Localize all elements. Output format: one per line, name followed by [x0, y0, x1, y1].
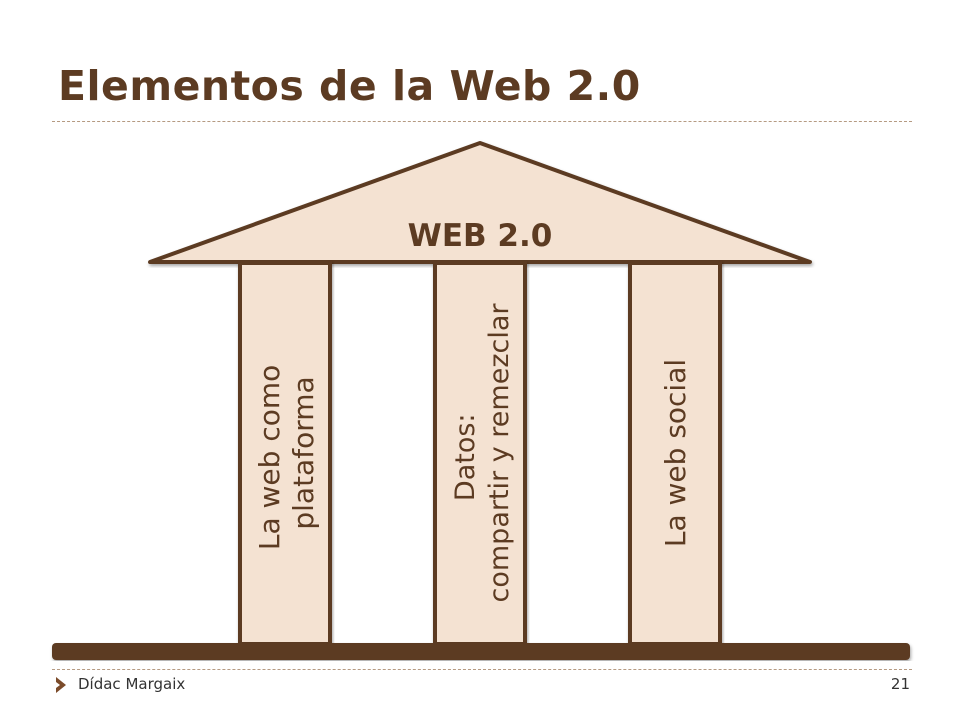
pillar-data-line-2: compartir y remezclar [484, 303, 515, 603]
slide-title: Elementos de la Web 2.0 [58, 62, 641, 110]
pillar-platform-line-2: plataforma [287, 376, 320, 529]
svg-text:Datos: compartir y remez: Datos: compartir y remezclar [450, 303, 515, 603]
pillar-social-line-1: La web social [659, 359, 692, 547]
svg-text:La web como plataforma: La web como plataforma [253, 356, 320, 550]
base-beam [52, 643, 910, 660]
svg-text:La web social: La web social [659, 359, 692, 547]
page-number: 21 [890, 675, 910, 693]
pillar-data-line-1: Datos: [450, 413, 481, 501]
roof-label: WEB 2.0 [408, 218, 553, 254]
pillar-platform [238, 261, 332, 646]
pillar-platform-line-1: La web como [253, 365, 286, 550]
footer-author: Dídac Margaix [78, 675, 186, 693]
footer-divider [52, 669, 912, 670]
chevron-right-icon [56, 677, 66, 693]
title-divider [52, 121, 912, 122]
